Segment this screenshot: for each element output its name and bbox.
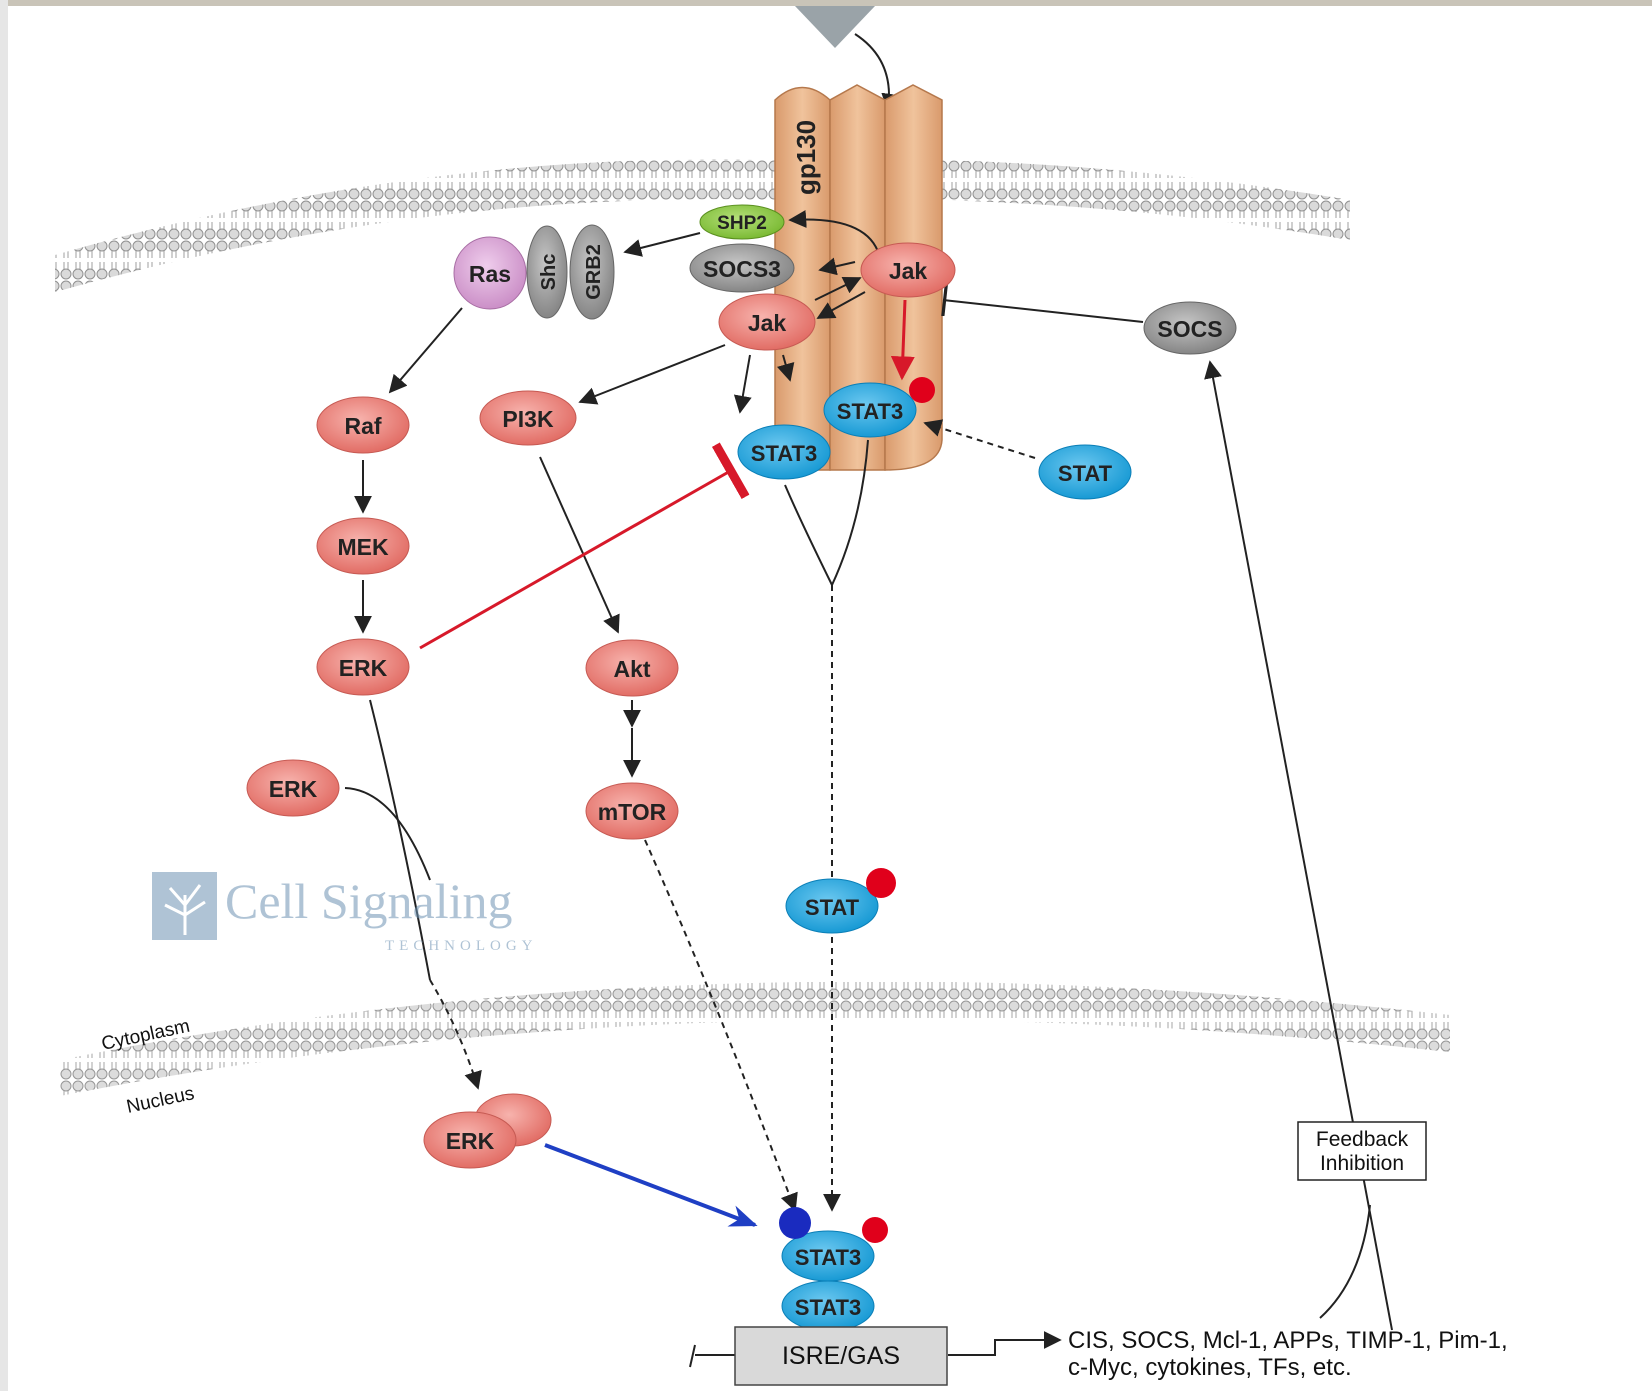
target-genes-line-1: CIS, SOCS, Mcl-1, APPs, TIMP-1, Pim-1,: [1068, 1327, 1508, 1354]
raf-label: Raf: [344, 413, 381, 439]
edge-jak-stat3-left: [740, 355, 750, 412]
edge-erk-phospho-stat3: [545, 1145, 755, 1225]
stat-right-label: STAT: [1058, 461, 1113, 486]
shp2-label: SHP2: [717, 213, 767, 234]
edge-socs-inhibits-jak: [943, 300, 1143, 322]
jak-right-label: Jak: [889, 258, 928, 284]
node-erk-nucleus[interactable]: ERK: [424, 1094, 551, 1168]
edge-shp2-ras: [625, 233, 700, 252]
stat3-left-label: STAT3: [751, 441, 817, 466]
jak-left-label: Jak: [748, 310, 787, 336]
node-socs[interactable]: SOCS: [1144, 302, 1236, 354]
edge-mtor-stat3: [645, 840, 795, 1210]
stat3-dimer-top-label: STAT3: [795, 1245, 861, 1270]
node-pi3k[interactable]: PI3K: [480, 391, 576, 445]
ras-label: Ras: [469, 261, 511, 287]
watermark-sub: TECHNOLOGY: [385, 938, 538, 954]
edge-isre-output: [948, 1340, 1060, 1355]
node-erk-2[interactable]: ERK: [247, 760, 339, 816]
mek-label: MEK: [337, 534, 389, 560]
edge-ras-raf: [390, 308, 462, 392]
node-stat-cyto[interactable]: STAT: [786, 868, 896, 933]
phospho-red-icon: [866, 868, 896, 898]
node-shc[interactable]: Shc: [527, 226, 567, 318]
shc-label: Shc: [538, 254, 560, 291]
node-ras[interactable]: Ras: [454, 237, 526, 309]
mtor-label: mTOR: [598, 799, 667, 825]
edge-feedback-socs: [1210, 362, 1392, 1330]
socs-label: SOCS: [1157, 316, 1222, 342]
node-mek[interactable]: MEK: [317, 518, 409, 574]
edge-feedback-curve: [1320, 1205, 1370, 1318]
edge-erk2-merge: [345, 788, 430, 880]
isre-gas-box[interactable]: ISRE/GAS: [735, 1327, 947, 1385]
ligand-icon: [795, 6, 875, 48]
phospho-blue-icon: [779, 1207, 811, 1239]
isre-gas-label: ISRE/GAS: [782, 1342, 900, 1370]
node-erk-1[interactable]: ERK: [317, 639, 409, 695]
edge-jak-pi3k: [580, 345, 725, 402]
feedback-inhibition-box: Feedback Inhibition: [1298, 1122, 1426, 1180]
edge-erk-inhibits-stat3: [420, 470, 732, 648]
node-akt[interactable]: Akt: [586, 640, 678, 696]
node-grb2[interactable]: GRB2: [570, 225, 614, 319]
edge-stat3-left-merge: [785, 485, 832, 585]
edge-isre-left-tick: [690, 1345, 695, 1367]
nuclear-membrane: [60, 981, 1450, 1096]
node-jak-left[interactable]: Jak: [719, 294, 815, 350]
feedback-label-1: Feedback: [1316, 1128, 1409, 1151]
socs3-label: SOCS3: [703, 256, 781, 282]
node-mtor[interactable]: mTOR: [586, 783, 678, 839]
node-jak-right[interactable]: Jak: [861, 243, 955, 297]
pi3k-label: PI3K: [502, 406, 554, 432]
gp130-label: gp130: [791, 120, 821, 195]
nucleus-label: Nucleus: [125, 1083, 197, 1118]
window-top-edge: [0, 0, 1652, 6]
node-stat-right[interactable]: STAT: [1039, 445, 1131, 499]
stat3-right-label: STAT3: [837, 399, 903, 424]
erk-nucleus-label: ERK: [446, 1128, 495, 1154]
erk-2-label: ERK: [269, 776, 318, 802]
node-raf[interactable]: Raf: [317, 397, 409, 453]
cell-signaling-watermark: Cell Signaling TECHNOLOGY: [152, 872, 538, 954]
node-socs3[interactable]: SOCS3: [690, 244, 794, 292]
node-shp2[interactable]: SHP2: [700, 205, 784, 239]
phospho-red-icon: [862, 1217, 888, 1243]
stat-cyto-label: STAT: [805, 895, 860, 920]
phospho-red-icon: [909, 377, 935, 403]
target-genes-line-2: c-Myc, cytokines, TFs, etc.: [1068, 1354, 1352, 1381]
window-left-edge: [0, 0, 8, 1391]
erk-1-label: ERK: [339, 655, 388, 681]
watermark-name: Cell Signaling: [225, 873, 513, 929]
edge-pi3k-akt: [540, 457, 618, 632]
feedback-label-2: Inhibition: [1320, 1152, 1404, 1175]
node-stat3-dimer[interactable]: STAT3 STAT3: [779, 1207, 888, 1331]
akt-label: Akt: [613, 656, 650, 682]
stat3-dimer-bottom-label: STAT3: [795, 1295, 861, 1320]
grb2-label: GRB2: [583, 244, 605, 300]
node-stat3-left[interactable]: STAT3: [738, 425, 830, 479]
